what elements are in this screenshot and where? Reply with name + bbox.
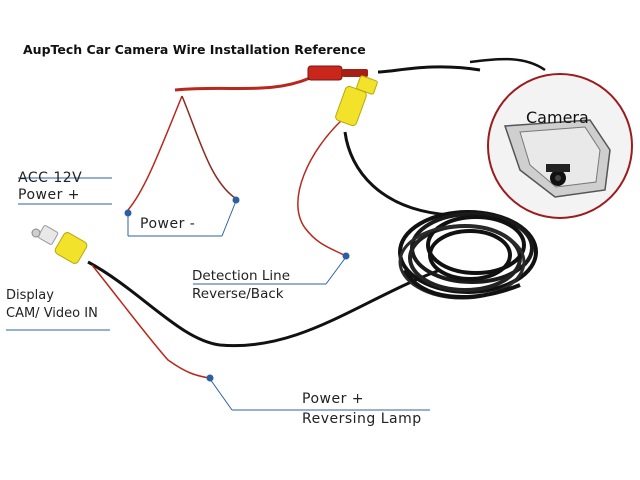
dc-connector-tip	[342, 69, 368, 77]
rca-display-pin	[31, 228, 41, 238]
video-cable-to-display	[87, 260, 441, 348]
detection-label-line2: Reverse/Back	[192, 286, 284, 302]
power-minus-stem	[221, 200, 237, 237]
acc-label-line2: Power +	[18, 187, 81, 203]
power-minus-dot	[232, 196, 240, 204]
detection-wire	[297, 119, 347, 257]
reversing-lamp-wire	[91, 264, 211, 379]
detection-label-line1: Detection Line	[192, 268, 291, 284]
acc-power-wire	[127, 95, 183, 211]
rca-camera-body	[335, 85, 367, 127]
camera-bracket	[519, 126, 601, 188]
coil-loop-6	[428, 229, 512, 281]
camera-to-coil-cable	[343, 131, 451, 217]
coil-loop-4	[426, 215, 526, 275]
camera-lens-glass	[555, 175, 561, 181]
power-minus-label: Power -	[140, 216, 196, 232]
red-wires	[91, 70, 347, 379]
coil-loop-1	[398, 210, 538, 294]
diagram-title: AupTech Car Camera Wire Installation Ref…	[23, 42, 366, 57]
rca-connector-camera	[335, 75, 378, 127]
rca-camera-tip	[356, 75, 378, 95]
display-label-line2: CAM/ Video IN	[6, 306, 98, 321]
dc-connector-body	[307, 65, 343, 81]
acc-label-line1: ACC 12V	[18, 170, 83, 186]
acc-dot	[124, 209, 132, 217]
reversing-stem	[209, 378, 233, 411]
red-power-cable	[174, 70, 331, 92]
camera-label: Camera	[526, 108, 589, 127]
rca-display-body	[54, 232, 88, 264]
power-plus-label-line2: Reversing Lamp	[302, 411, 422, 427]
dc-power-connector	[307, 65, 368, 81]
display-label-line1: Display	[6, 288, 54, 303]
rca-display-plug	[37, 225, 59, 245]
detection-dot	[342, 252, 350, 260]
rca-connector-display	[31, 225, 88, 264]
coil-loop-7	[403, 269, 521, 299]
callout-leaders	[6, 177, 430, 411]
power-plus-label-line1: Power +	[302, 391, 365, 407]
camera-body	[546, 164, 570, 172]
detection-stem	[325, 256, 347, 285]
camera-lead-cable	[377, 65, 481, 74]
reversing-dot	[206, 374, 214, 382]
camera-lead-cable-2	[469, 57, 546, 72]
power-minus-wire	[181, 95, 236, 199]
black-cable	[87, 57, 546, 348]
camera-inset	[487, 73, 633, 219]
